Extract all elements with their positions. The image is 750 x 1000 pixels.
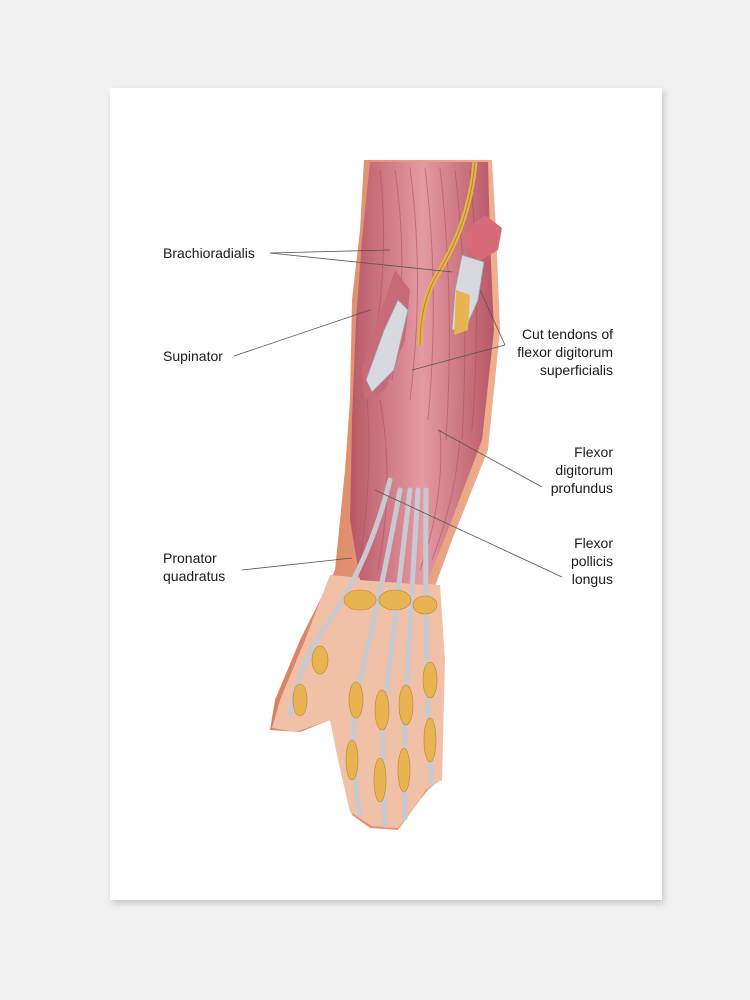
supinator-tendon <box>365 299 409 393</box>
label-flexor-pollicis-longus: Flexor pollicis longus <box>570 535 613 587</box>
label-cut-tendons: Cut tendons of flexor digitorum superfic… <box>517 326 613 378</box>
label-pronator-quadratus: Pronator quadratus <box>163 550 226 584</box>
cut-tendon-stump <box>465 215 502 262</box>
forearm-muscles <box>350 162 494 585</box>
finger-bones <box>292 589 438 803</box>
leader-lines <box>233 249 563 578</box>
label-brachioradialis: Brachioradialis <box>163 245 255 261</box>
label-flexor-digitorum-profundus: Flexor digitorum profundus <box>550 444 613 496</box>
label-supinator: Supinator <box>163 348 223 364</box>
